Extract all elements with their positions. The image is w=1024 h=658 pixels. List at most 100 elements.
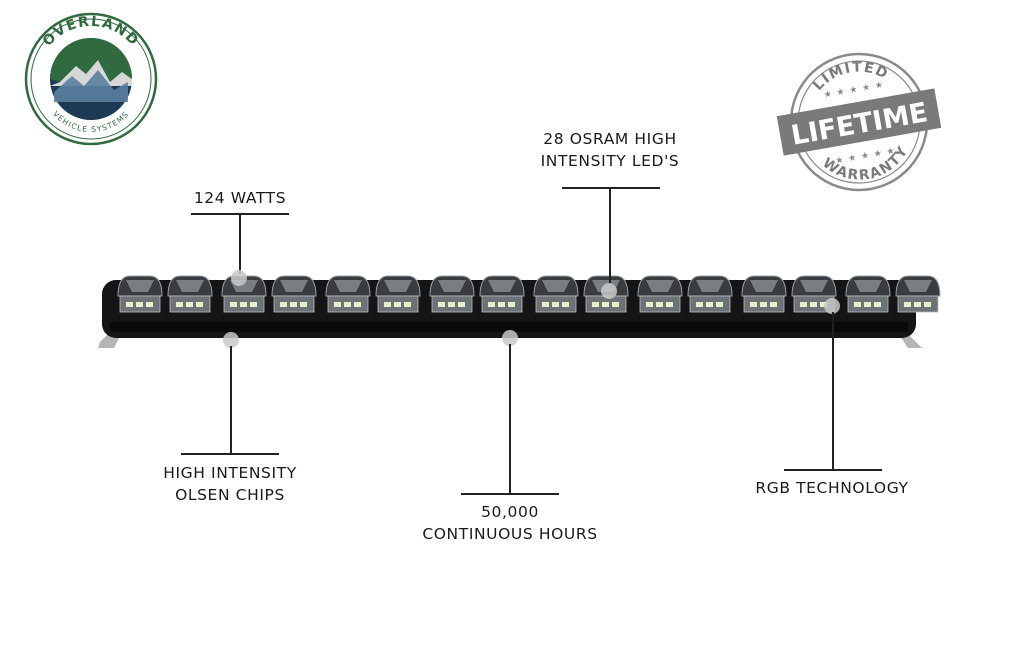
callout-watts-marker <box>231 270 247 286</box>
led-chip <box>800 302 807 307</box>
led-chip <box>612 302 619 307</box>
star-icon: ★ <box>849 85 859 96</box>
led-chip <box>498 302 505 307</box>
led-pod <box>271 275 317 313</box>
star-icon: ★ <box>874 80 884 91</box>
led-chip <box>592 302 599 307</box>
led-chip <box>488 302 495 307</box>
overland-logo: OVERLAND VEHICLE SYSTEMS <box>24 12 158 146</box>
led-chip <box>864 302 871 307</box>
led-pod <box>741 275 787 313</box>
led-pod <box>167 275 213 313</box>
led-chip <box>760 302 767 307</box>
star-icon: ★ <box>847 153 857 164</box>
led-chip <box>344 302 351 307</box>
led-pod-lens <box>325 275 371 297</box>
led-pod-lens <box>533 275 579 297</box>
led-chip <box>666 302 673 307</box>
led-chip <box>750 302 757 307</box>
callout-olsen-line1: HIGH INTENSITY <box>163 464 297 482</box>
callout-hours-label: 50,000 CONTINUOUS HOURS <box>410 501 610 545</box>
callout-rgb-marker <box>824 298 840 314</box>
led-chip <box>334 302 341 307</box>
led-pod-lens <box>271 275 317 297</box>
callout-osram-leader <box>609 188 611 284</box>
star-icon: ★ <box>873 149 883 160</box>
lifetime-warranty-badge: LIFETIME LIMITED WARRANTY ★ ★ ★ ★ ★ ★ ★ … <box>776 52 942 192</box>
led-chip <box>394 302 401 307</box>
led-chip <box>562 302 569 307</box>
callout-olsen-label: HIGH INTENSITY OLSEN CHIPS <box>150 462 310 506</box>
star-icon: ★ <box>861 83 871 94</box>
star-icon: ★ <box>886 146 896 157</box>
callout-watts-label: 124 WATTS <box>190 187 290 209</box>
led-chip <box>874 302 881 307</box>
star-icon: ★ <box>860 151 870 162</box>
led-pod-lens <box>167 275 213 297</box>
led-chip <box>770 302 777 307</box>
led-chip <box>300 302 307 307</box>
callout-olsen-underline <box>181 453 279 455</box>
callout-rgb-underline <box>784 469 882 471</box>
led-chip <box>354 302 361 307</box>
led-chip <box>438 302 445 307</box>
callout-watts-underline <box>191 213 289 215</box>
led-chip <box>706 302 713 307</box>
led-chip <box>854 302 861 307</box>
callout-hours-leader <box>509 344 511 494</box>
led-pod <box>429 275 475 313</box>
led-chip <box>196 302 203 307</box>
led-chip <box>904 302 911 307</box>
callout-hours-underline <box>461 493 559 495</box>
callout-olsen-marker <box>223 332 239 348</box>
led-chip <box>924 302 931 307</box>
callout-watts-text: 124 WATTS <box>193 189 287 207</box>
led-pod <box>895 275 941 313</box>
led-pod <box>479 275 525 313</box>
led-chip <box>280 302 287 307</box>
led-chip <box>552 302 559 307</box>
led-chip <box>126 302 133 307</box>
led-pod-lens <box>791 275 837 297</box>
led-chip <box>250 302 257 307</box>
led-pod-lens <box>845 275 891 297</box>
led-pod-lens <box>429 275 475 297</box>
led-chip <box>290 302 297 307</box>
led-pod-lens <box>375 275 421 297</box>
callout-olsen-line2: OLSEN CHIPS <box>175 486 285 504</box>
led-chip <box>542 302 549 307</box>
led-pod-lens <box>895 275 941 297</box>
led-chip <box>384 302 391 307</box>
star-icon: ★ <box>823 89 833 100</box>
led-pod-lens <box>741 275 787 297</box>
led-chip <box>136 302 143 307</box>
led-chip <box>146 302 153 307</box>
callout-rgb-text: RGB TECHNOLOGY <box>755 479 909 497</box>
callout-hours-marker <box>502 330 518 346</box>
star-icon: ★ <box>836 87 846 98</box>
led-pod-lens <box>637 275 683 297</box>
led-chip <box>448 302 455 307</box>
led-chip <box>914 302 921 307</box>
led-chip <box>716 302 723 307</box>
led-chip <box>404 302 411 307</box>
callout-osram-line2: INTENSITY LED'S <box>540 152 680 170</box>
callout-hours-line1: 50,000 <box>481 503 539 521</box>
led-chip <box>820 302 827 307</box>
led-chip <box>186 302 193 307</box>
callout-rgb-label: RGB TECHNOLOGY <box>742 477 922 499</box>
led-chip <box>602 302 609 307</box>
led-pod <box>325 275 371 313</box>
callout-osram-marker <box>601 283 617 299</box>
callout-rgb-leader <box>832 312 834 470</box>
callout-osram-line1: 28 OSRAM HIGH <box>543 130 677 148</box>
led-pod <box>845 275 891 313</box>
callout-watts-leader <box>239 214 241 274</box>
led-pod <box>375 275 421 313</box>
callout-olsen-leader <box>230 346 232 454</box>
led-chip <box>656 302 663 307</box>
led-pod <box>533 275 579 313</box>
led-chip <box>458 302 465 307</box>
led-chip <box>230 302 237 307</box>
led-pod-lens <box>479 275 525 297</box>
